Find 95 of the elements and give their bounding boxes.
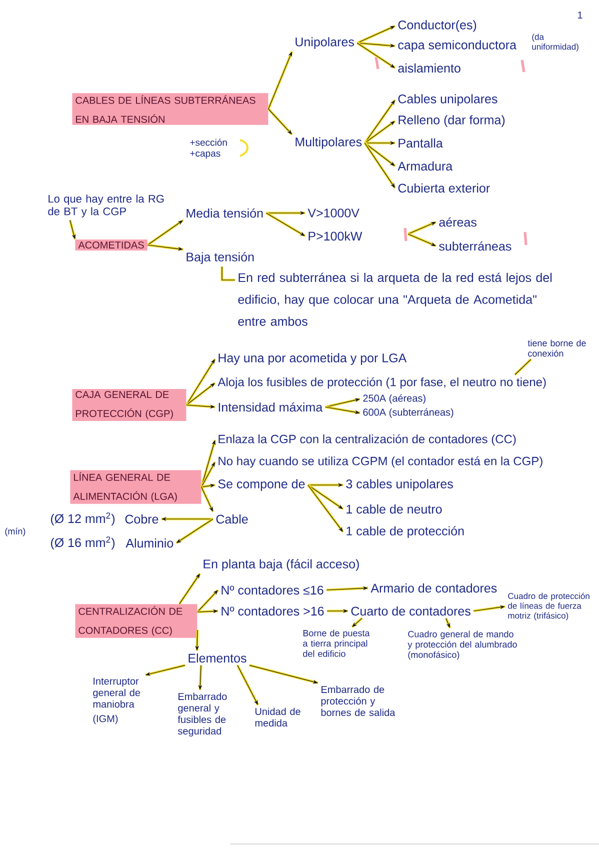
branch-text: capa semiconductora: [398, 40, 516, 52]
arrow: [407, 232, 436, 248]
arrow: [200, 461, 216, 488]
branch-text: 1 cable de neutro: [346, 504, 442, 514]
branch-text: subterráneas: [439, 241, 512, 251]
arrow: [197, 609, 218, 614]
branch-text: aislamiento: [398, 63, 460, 73]
side-note: (Ø 12 mm$^{2}$): [50, 512, 115, 526]
note-text: Cuadro de protección de líneas de fuerza motriz (trifásico): [508, 592, 590, 620]
branch-text: aéreas: [439, 217, 476, 227]
note-text: +sección +capas: [190, 138, 227, 159]
branch-text: Aluminio: [126, 538, 174, 548]
page-number: 1: [578, 12, 582, 18]
branch-text: Baja tensión: [186, 252, 254, 264]
highlighted-heading: CABLES DE LÍNEAS SUBTERRÁNEAS EN BAJA TENSIÓN: [72, 93, 268, 125]
branch-text: Media tensión: [186, 208, 263, 218]
note-text: Embarrado general y fusibles de seguridad: [178, 692, 227, 737]
note-text: (mín): [5, 528, 26, 536]
arrow: [364, 120, 396, 144]
arrow: [147, 244, 184, 251]
branch-text: 1 cable de protección: [346, 526, 464, 538]
branch-text: Intensidad máxima: [218, 402, 323, 412]
branch-text: 3 cables unipolares: [346, 479, 453, 491]
arrow: [236, 664, 260, 706]
branch-text: Cuarto de contadores: [351, 606, 470, 616]
arrow: [176, 518, 214, 544]
arrow: [145, 664, 186, 676]
note-text: Embarrado de protección y bornes de salida: [321, 686, 396, 716]
branch-text: Enlaza la CGP con la centralización de contadores (CC): [218, 434, 516, 446]
arrow: [364, 142, 396, 168]
note-text: Interruptor general de maniobra (IGM): [93, 678, 140, 724]
arrow: [307, 484, 344, 510]
arrow: [200, 440, 216, 488]
hook-line: [220, 266, 236, 282]
branch-text: Se compone de: [218, 479, 305, 491]
arrow: [267, 51, 294, 110]
branch-text: Cable: [216, 514, 248, 524]
note-paragraph: En red subterránea si la arqueta de la red está lejos del edificio, hay que colocar una "Arqueta de Acometida" entre ambos: [238, 272, 552, 326]
arrow: [407, 220, 436, 236]
arrow: [325, 406, 360, 414]
branch-text: Cobre: [125, 514, 158, 524]
branch-text: En planta baja (fácil acceso): [204, 559, 359, 571]
note-text: Lo que hay entre la RG de BT y la CGP: [48, 194, 164, 218]
note-text: Cuadro general de mando y protección del alumbrado (monofásico): [408, 630, 517, 660]
branch-text: 600A (subterráneas): [363, 408, 454, 418]
arrow: [356, 24, 396, 44]
branch-text: Nº contadores >16: [222, 606, 324, 616]
arrow: [249, 664, 318, 684]
branch-text: Conductor(es): [398, 20, 476, 32]
branch-text: Armario de contadores: [370, 583, 497, 593]
branch-text: Relleno (dar forma): [398, 115, 505, 127]
branch-text: Hay una por acometida y por LGA: [218, 353, 407, 365]
highlighted-heading: CAJA GENERAL DE PROTECCIÓN (CGP): [72, 388, 186, 422]
branch-text: P>100kW: [308, 231, 362, 241]
branch-text: Cables unipolares: [398, 94, 498, 106]
branch-text: 250A (aéreas): [363, 394, 426, 404]
arrow: [200, 486, 214, 512]
arrow: [185, 358, 216, 406]
arrow: [326, 586, 368, 592]
branch-text: Pantalla: [398, 138, 443, 148]
arrow: [306, 484, 344, 533]
arrow: [444, 618, 452, 628]
arrow: [195, 630, 200, 651]
arrow: [201, 484, 216, 488]
branch-text: Aloja los fusibles de protección (1 por fase, el neutro no tiene): [218, 377, 546, 389]
side-note: (da uniformidad): [532, 34, 578, 52]
arrow: [68, 220, 76, 240]
highlighted-heading: CENTRALIZACIÓN DE CONTADORES (CC): [75, 604, 198, 638]
arrow: [473, 605, 506, 612]
highlighted-heading: LÍNEA GENERAL DE ALIMENTACIÓN (LGA): [70, 470, 202, 504]
leader-line: [514, 358, 532, 376]
branch-text: Elementos: [188, 653, 246, 663]
arrow: [364, 142, 396, 189]
arrow: [266, 212, 306, 238]
arrow: [186, 382, 216, 406]
branch-text: Nº contadores ≤16: [222, 585, 324, 595]
branch-text: Cubierta exterior: [398, 183, 490, 193]
branch-text: No hay cuando se utiliza CGPM (el contador está en la CGP): [218, 456, 542, 468]
arrow: [196, 589, 219, 613]
arrow: [356, 42, 396, 70]
arrow: [267, 108, 293, 136]
arrow: [364, 99, 396, 144]
branch-text: Armadura: [398, 161, 453, 171]
branch-text: Multipolares: [296, 137, 362, 149]
branch-text: V>1000V: [308, 208, 360, 218]
arrow: [325, 398, 360, 408]
note-text: Borne de puesta a tierra principal del edificio: [303, 630, 370, 657]
highlighted-heading: ACOMETIDAS: [75, 239, 148, 251]
note-text: Unidad de medida: [255, 708, 300, 727]
note-text: tiene borne de conexión: [528, 340, 586, 357]
side-note: (Ø 16 mm$^{2}$): [50, 536, 115, 550]
arrow: [146, 219, 184, 246]
arrow: [351, 617, 363, 628]
arrow: [178, 572, 202, 605]
branch-text: Unipolares: [296, 37, 354, 49]
